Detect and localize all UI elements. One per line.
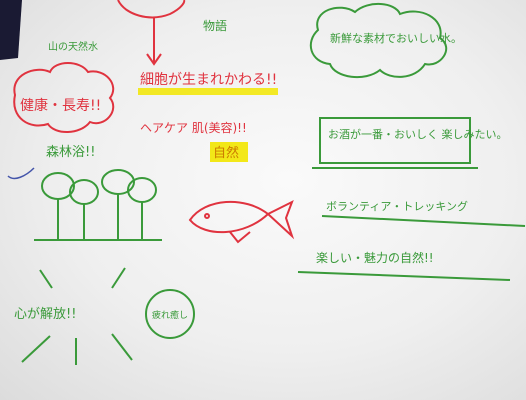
text-yellow-label: 自然 [213,145,239,161]
text-red-mid-line: ヘアケア 肌(美容)!! [140,120,247,135]
blue-stray-mark [7,167,35,180]
green-line-mid [321,215,526,227]
text-green-line-mid: ボランティア・トレッキング [326,199,468,213]
green-burst-arrows [21,267,133,365]
text-top-center-small: 物語 [203,18,227,33]
green-cloud-shape [309,3,448,79]
red-arrow-head [146,53,162,66]
green-line-lower [297,271,511,281]
text-red-top-line: 細胞が生まれかわる!! [140,72,277,88]
red-cloud-shape [13,62,115,133]
red-fish-drawing [188,199,295,244]
text-green-circle: 疲れ癒し [152,309,188,321]
red-top-arc [117,0,186,19]
text-green-left-line: 森林浴!! [46,145,95,160]
green-circle-shape [145,289,195,339]
board-corner-shadow [0,0,22,60]
text-green-cloud: 新鮮な素材でおいしい水。 [330,31,462,45]
green-box-frame [319,117,471,164]
text-red-cloud: 健康・長寿!! [20,97,101,114]
text-top-left-small: 山の天然水 [48,40,98,53]
green-trees-drawing [34,169,162,241]
yellow-highlight-block [210,142,248,162]
text-green-burst-label: 心が解放!! [14,307,76,322]
yellow-highlight-bar [138,88,278,95]
text-green-box: お酒が一番・おいしく 楽しみたい。 [328,127,508,141]
text-green-line-lower: 楽しい・魅力の自然!! [316,250,434,265]
